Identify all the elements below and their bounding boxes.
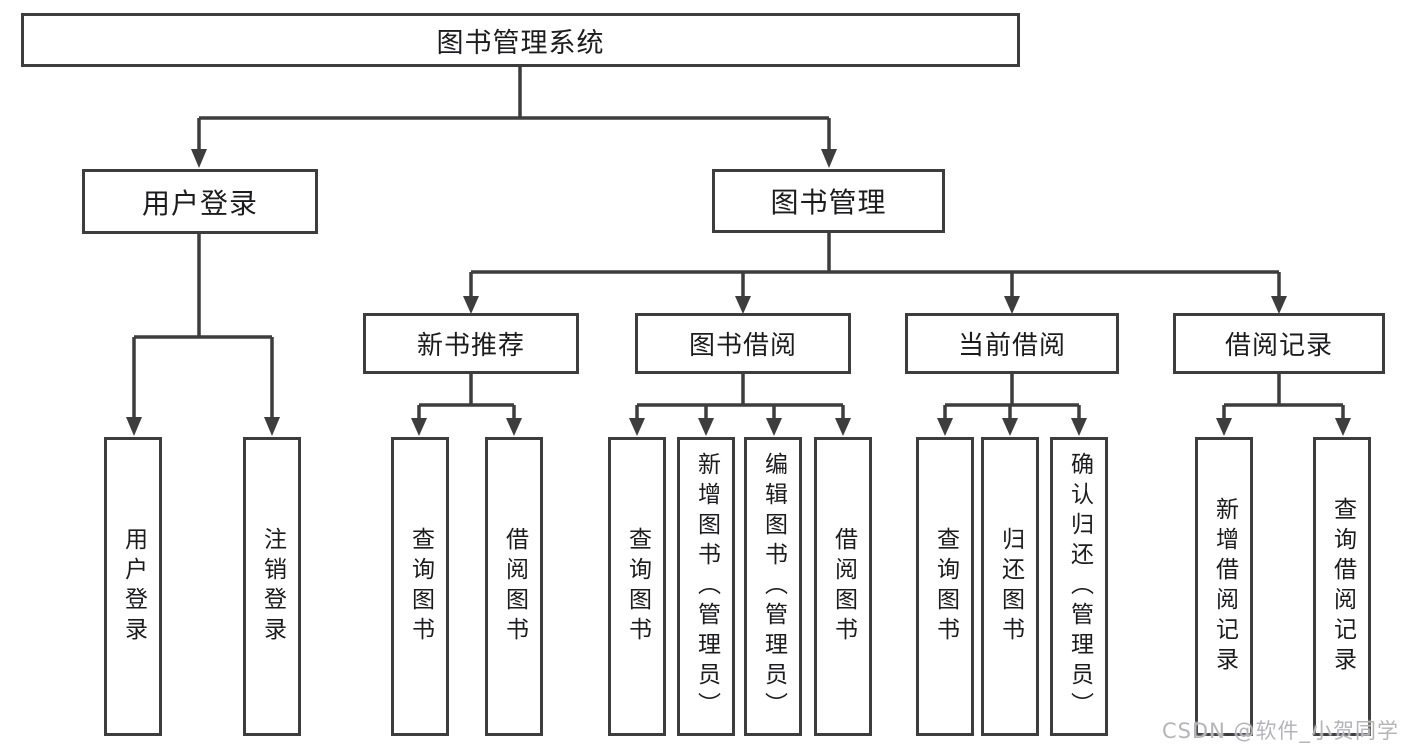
leaf-edit-books-admin: 编辑图书（管理员） [744,437,802,736]
node-new-book-recommend: 新书推荐 [363,313,579,374]
node-borrowing-records: 借阅记录 [1173,313,1385,374]
node-root-library-system: 图书管理系统 [21,13,1020,67]
leaf-query-books-borrowing: 查询图书 [608,437,666,736]
leaf-query-borrow-record: 查询借阅记录 [1313,437,1371,736]
leaf-borrow-books: 借阅图书 [814,437,872,736]
node-user-login-branch: 用户登录 [82,169,318,234]
leaf-return-books: 归还图书 [981,437,1039,736]
leaf-logout: 注销登录 [243,437,301,736]
leaf-add-books-admin: 新增图书（管理员） [677,437,735,736]
leaf-query-books-current: 查询图书 [916,437,974,736]
leaf-add-borrow-record: 新增借阅记录 [1195,437,1253,736]
leaf-borrow-books-recommend: 借阅图书 [485,437,543,736]
node-book-management-branch: 图书管理 [712,169,945,233]
leaf-query-books-recommend: 查询图书 [391,437,449,736]
leaf-confirm-return-admin: 确认归还（管理员） [1050,437,1108,736]
csdn-watermark: CSDN @软件_小贺同学 [1161,719,1399,743]
node-current-borrowing: 当前借阅 [905,313,1119,374]
leaf-user-login: 用户登录 [104,437,162,736]
node-book-borrowing: 图书借阅 [635,313,851,374]
